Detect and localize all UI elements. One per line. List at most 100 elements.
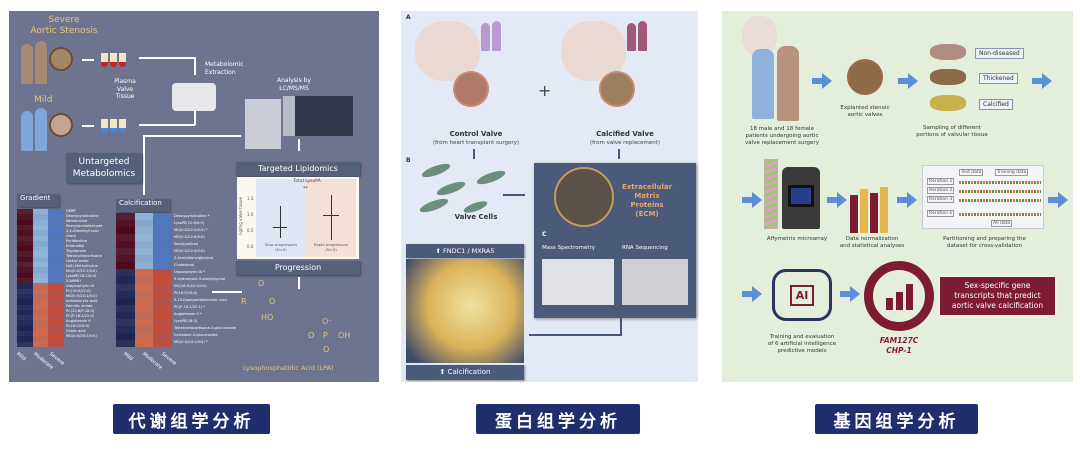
group-rapid: Rapid progressors(N=5): [313, 242, 349, 252]
heatmap-cell: [153, 269, 172, 277]
heatmap-cell: [116, 297, 135, 305]
heatmap-cell: [17, 267, 33, 273]
heatmap-cell: [134, 297, 154, 305]
heatmap-cell: [134, 255, 154, 263]
heatmap-cell: [134, 311, 154, 319]
arrow-line: [194, 111, 196, 125]
heatmap-cell: [17, 230, 33, 236]
heatmap-cell: [116, 234, 135, 242]
heatmap-cell: [32, 288, 49, 294]
heatmap-cell: [17, 214, 33, 220]
heatmap-row-label: LysoPE(18:3): [174, 319, 198, 323]
heatmap-cell: [32, 283, 49, 289]
heatmap-cell: [134, 220, 154, 228]
control-valve-icon: [453, 71, 489, 107]
heatmap-cell: [116, 248, 135, 256]
heatmap-row-label: 9,10-Epoxyoctadecenoic acid: [174, 298, 227, 302]
heatmap-cell: [116, 332, 135, 340]
bar-chart-icon: [850, 173, 888, 233]
targeted-label: Targeted Lipidomics: [236, 162, 360, 176]
arrow-icon: [82, 125, 94, 127]
heatmap-row-label: Deoxypyridinoline: [66, 214, 99, 218]
heatmap-cell: [48, 299, 64, 305]
normalization-label: Data normalization and statistical analy…: [839, 236, 905, 249]
heatmap-cell: [48, 246, 64, 252]
heatmap-cell: [17, 246, 33, 252]
heatmap-cell: [48, 224, 64, 231]
heatmap-cell: [17, 219, 33, 225]
heatmap-cell: [32, 224, 49, 231]
heatmap-cell: [134, 241, 154, 249]
calcification-heatmap: [116, 213, 172, 347]
arrow-line: [298, 139, 300, 151]
ai-chip-icon: AI: [772, 269, 832, 321]
heatmap-cell: [134, 283, 154, 291]
heatmap-cell: [48, 309, 64, 316]
heatmap-cell: [116, 318, 135, 326]
heatmap-cell: [17, 325, 33, 332]
heatmap-row-label: MG(0:0/22:5/0:0) *: [174, 228, 208, 232]
heatmap-row-label: LysoPE(18:2/0:0): [66, 274, 97, 278]
heatmap-cell: [134, 332, 154, 340]
heatmap-row-label: PI(16:0/18:0): [174, 291, 198, 295]
heatmap-cell: [116, 255, 135, 263]
heatmap-cell: [32, 246, 49, 252]
heatmap-cell: [153, 227, 172, 235]
extraction-label: Metabolomic Extraction: [205, 61, 244, 76]
heatmap-cell: [116, 276, 135, 284]
heatmap-cell: [48, 272, 64, 278]
calcified-valve-icon: [49, 47, 73, 71]
healthy-valve-icon: [49, 113, 73, 137]
heatmap-row-label: Tryptamine: [66, 249, 87, 253]
heatmap-row-label: MG(0:0/24:1/0:0) *: [174, 340, 208, 344]
heatmap-cell: [17, 209, 33, 215]
heatmap-cell: [32, 214, 49, 220]
heatmap-cell: [134, 325, 154, 333]
arrow-icon: [812, 73, 832, 89]
heatmap-cell: [32, 299, 49, 305]
heatmap-cell: [116, 304, 135, 312]
ms-instrument-icon: [283, 96, 353, 136]
tube-icon: [110, 53, 117, 67]
heatmap-cell: [153, 220, 172, 228]
plus-sign: +: [538, 81, 552, 100]
heatmap-cell: [17, 288, 33, 294]
heatmap-row-label: Uracil: [66, 234, 77, 238]
heatmap-row-label: N(6)-Methyllysine: [66, 264, 98, 268]
arrow-line: [139, 57, 195, 59]
heatmap-row-label: Uroporphyrin III *: [174, 270, 205, 274]
heatmap-cell: [17, 304, 33, 310]
heatmap-cell: [134, 304, 154, 312]
arrow-icon: [897, 192, 917, 208]
heatmap-cell: [134, 262, 154, 270]
heatmap-row-label: PC(18:0/22:0): [66, 289, 91, 293]
col-mild: Mild: [122, 351, 134, 363]
heatmap-row-label: 2-Arachidonylglycerol: [174, 256, 213, 260]
heatmap-row-label: PC(22:6/P-18:0): [66, 309, 95, 313]
heatmap-cell: [134, 290, 154, 298]
significance: **: [303, 186, 308, 192]
arrow-line: [529, 334, 622, 336]
arrow-line: [620, 318, 622, 335]
heatmap-cell: [48, 331, 64, 337]
heatmap-cell: [134, 234, 154, 242]
heatmap-cell: [48, 336, 64, 342]
ecm-box: Extracellular Matrix Proteins (ECM) C Ma…: [534, 163, 696, 318]
metabolomics-panel: Severe Aortic Stenosis Mild Plasma Valve…: [9, 11, 379, 382]
heatmap-cell: [32, 304, 49, 310]
heatmap-cell: [153, 255, 172, 263]
calcified-valve-photo: [406, 259, 524, 363]
heatmap-cell: [153, 213, 172, 221]
heatmap-row-label: PC(P-18:1/22:1) *: [174, 305, 206, 309]
heatmap-cell: [32, 320, 49, 326]
dna-icon: [764, 159, 778, 229]
heatmap-cell: [153, 339, 172, 347]
heatmap-cell: [32, 235, 49, 241]
heatmap-cell: [134, 276, 154, 284]
heatmap-row-label: MG(0:0/22:4/0:0): [174, 249, 205, 253]
heatmap-cell: [48, 235, 64, 241]
heatmap-cell: [17, 320, 33, 326]
arrow-icon: [742, 286, 762, 302]
